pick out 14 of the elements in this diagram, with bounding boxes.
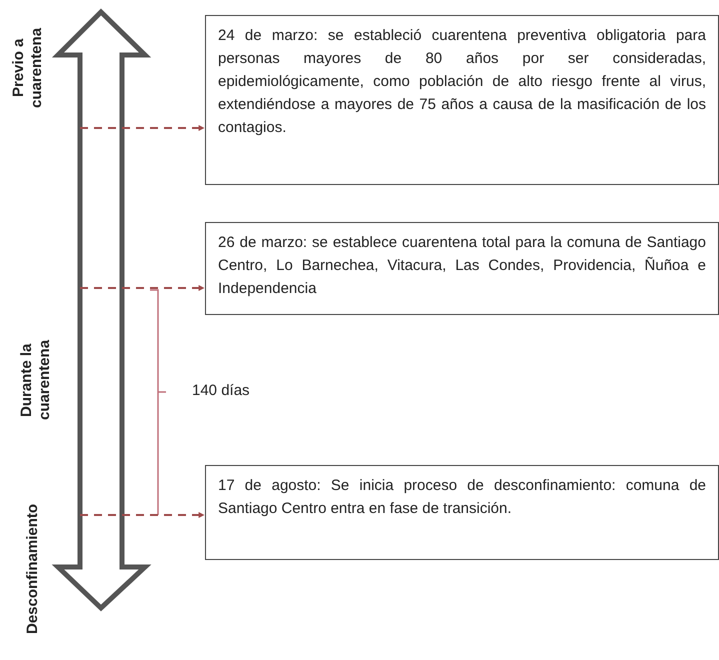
event-text: 17 de agosto: Se inicia proceso de desconfinamiento: comuna de Santiago Centro entra en fase de transición. [218, 476, 706, 519]
dashed-arrow [80, 285, 205, 291]
phase-label: Durante la cuarentena [18, 338, 54, 422]
dashed-arrow [80, 125, 205, 131]
phase-label: Previo a cuarentena [10, 26, 46, 110]
duration-label: 140 días [192, 382, 250, 399]
event-box [205, 465, 719, 560]
event-text: 24 de marzo: se estableció cuarentena preventiva obligatoria para personas mayores de 80 años por ser consideradas, epidemiológicamente, como población de alto riesgo frente al virus, extendiéndose a mayores de 75 años a causa de la masificación de los contagios. [218, 26, 706, 138]
double-arrow [52, 8, 152, 612]
event-text: 26 de marzo: se establece cuarentena total para la comuna de Santiago Centro, Lo Barnechea, Vitacura, Las Condes, Providencia, Ñuñoa e Independencia [218, 233, 706, 299]
dashed-arrow [80, 512, 205, 518]
event-box [205, 222, 719, 315]
event-box [205, 15, 719, 185]
phase-label: Desconfinamiento [24, 502, 42, 636]
